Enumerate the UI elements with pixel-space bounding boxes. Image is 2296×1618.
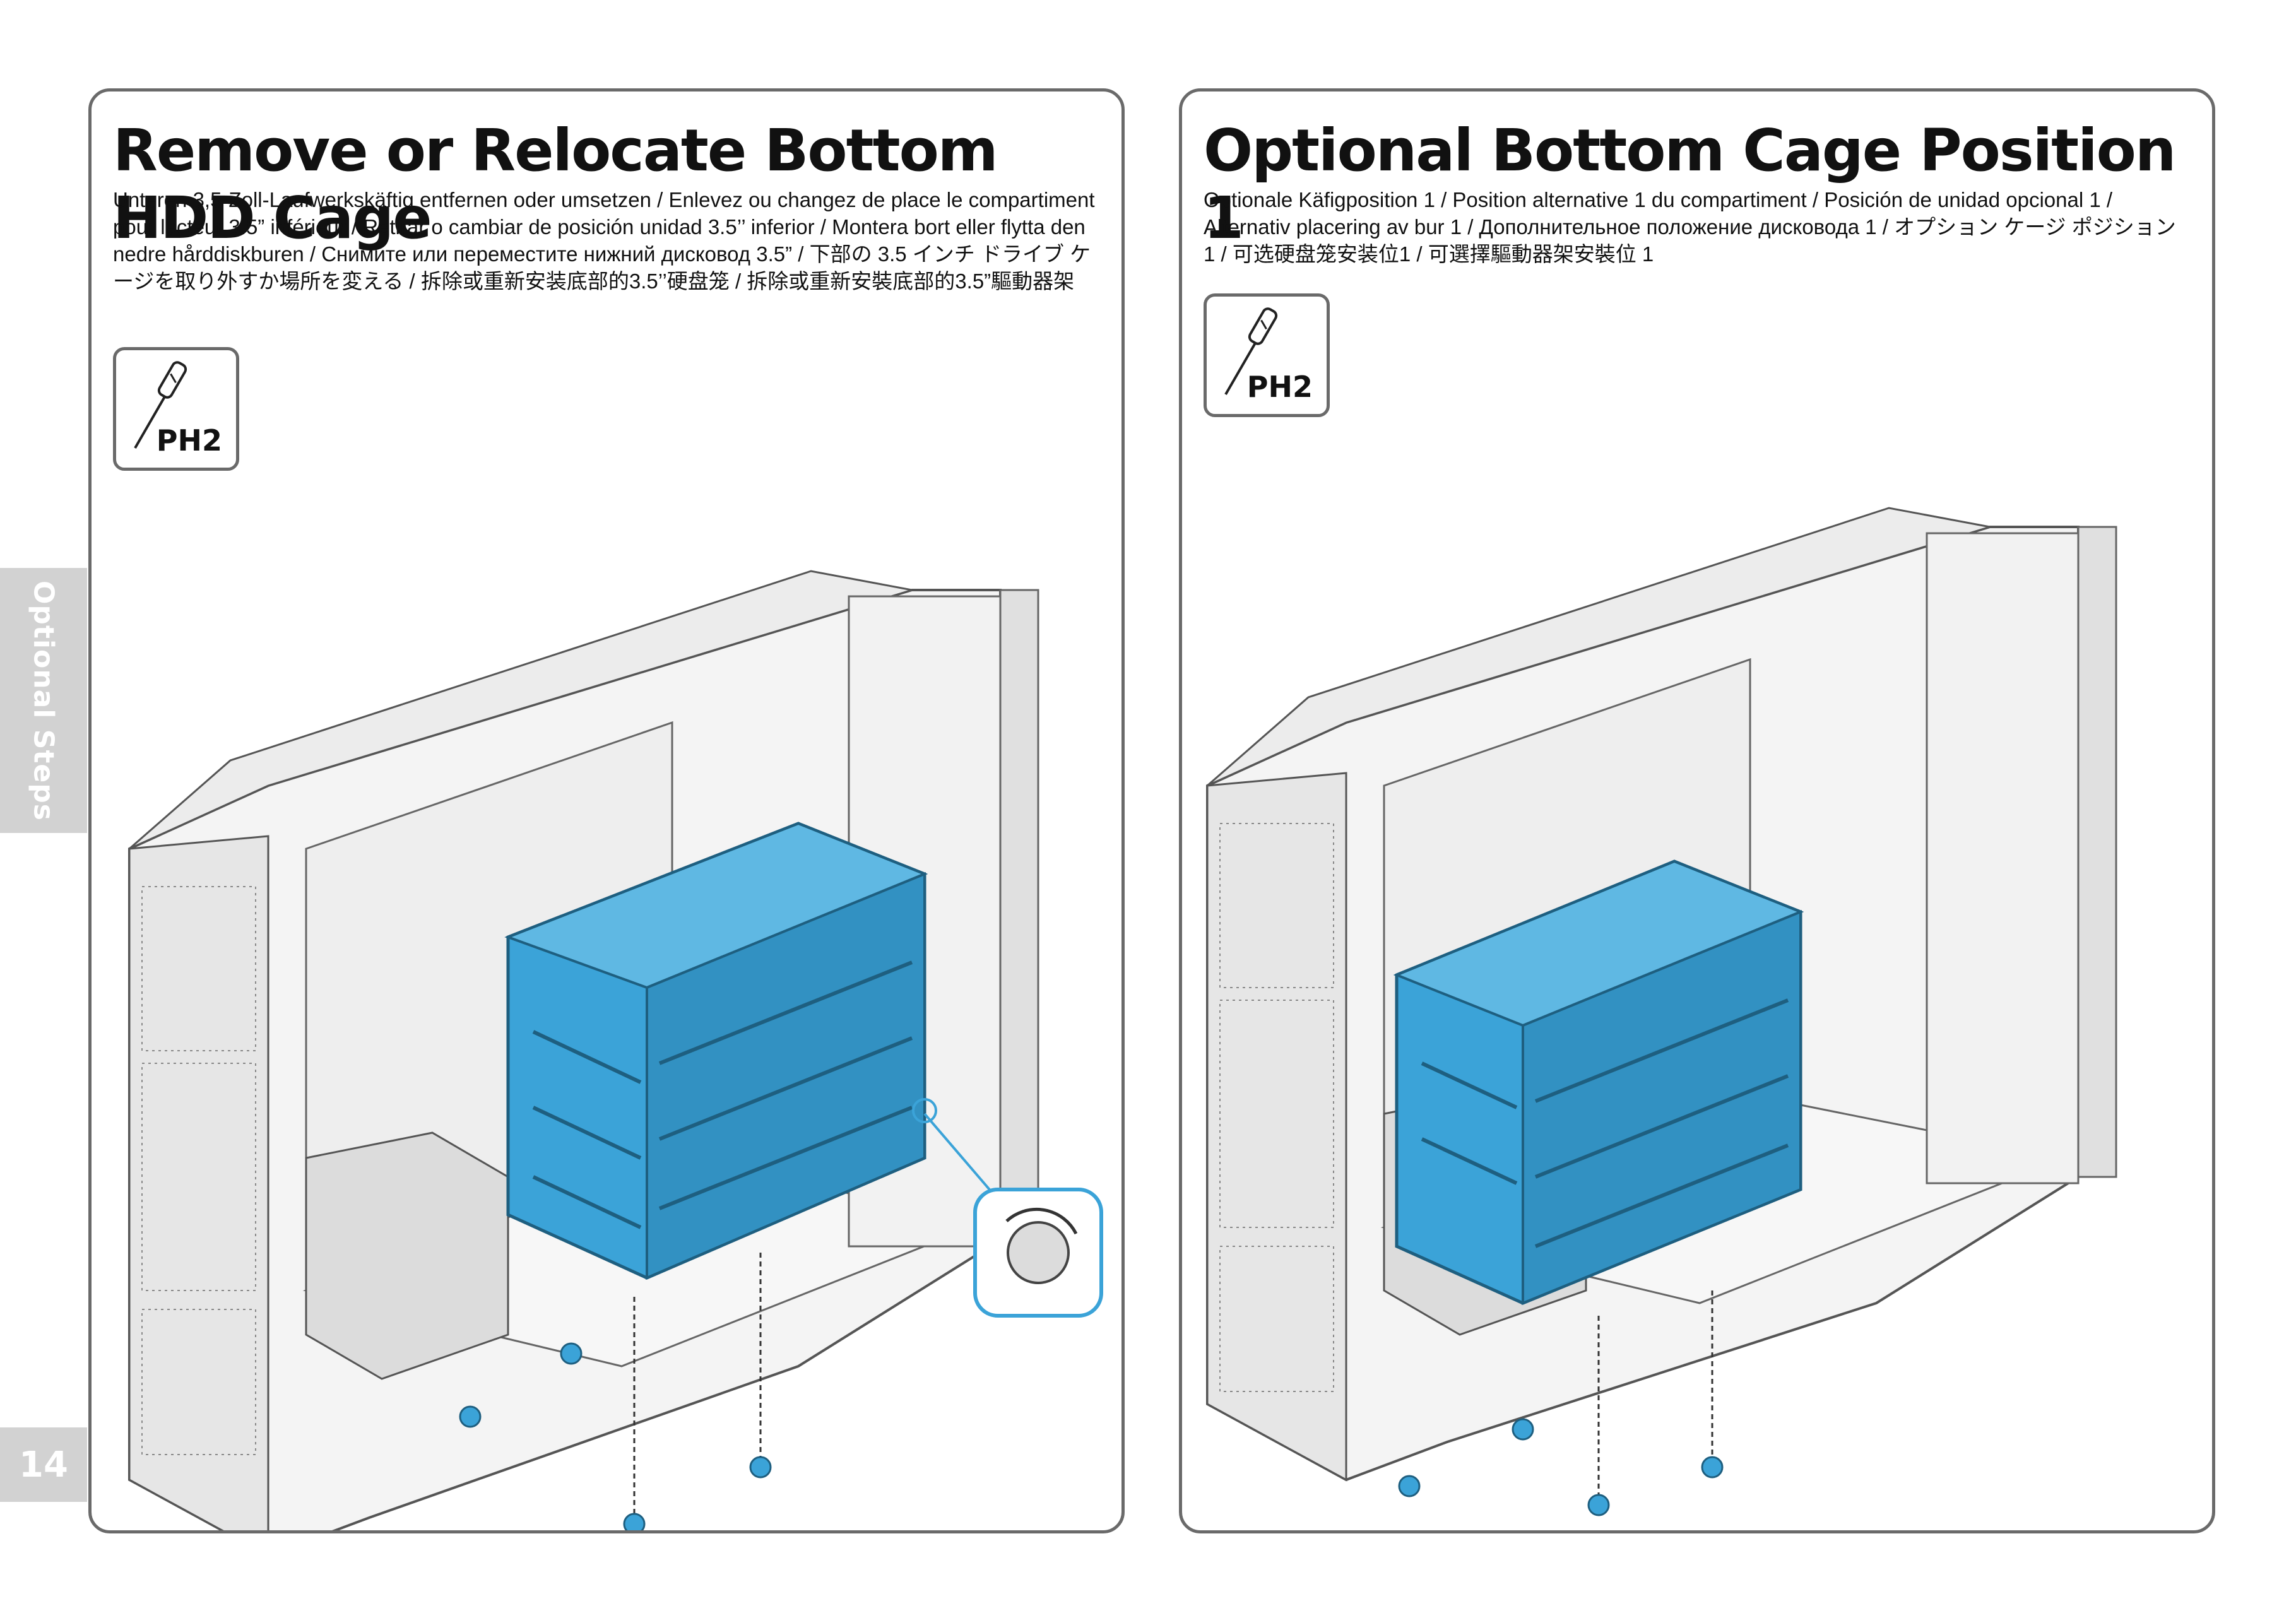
tool-label: PH2: [1246, 370, 1313, 404]
step-description: Unteren 3,5-Zoll-Laufwerkskäftig entfern…: [113, 188, 1095, 293]
screwdriver-icon: [134, 361, 187, 449]
screwdriver-icon: [1224, 307, 1278, 396]
case-illustration-remove: [128, 570, 1103, 1530]
side-section-tab: Optional Steps: [0, 568, 87, 833]
page-number: 14: [0, 1427, 87, 1502]
tool-badge: PH2: [113, 347, 239, 471]
side-section-label: Optional Steps: [27, 580, 60, 821]
tool-badge: PH2: [1204, 293, 1330, 417]
step-panel-remove-cage: Remove or Relocate Bottom HDD Cage Unter…: [88, 88, 1125, 1533]
step-title: Remove or Relocate Bottom HDD Cage: [113, 117, 998, 252]
step-description: Optionale Käfigposition 1 / Position alt…: [1204, 188, 2176, 266]
tool-label: PH2: [156, 423, 222, 458]
step-title: Optional Bottom Cage Position 1: [1204, 117, 2176, 252]
case-illustration-relocate: [1206, 507, 2117, 1516]
step-panel-bottom-cage-position: Optional Bottom Cage Position 1 Optional…: [1179, 88, 2215, 1533]
